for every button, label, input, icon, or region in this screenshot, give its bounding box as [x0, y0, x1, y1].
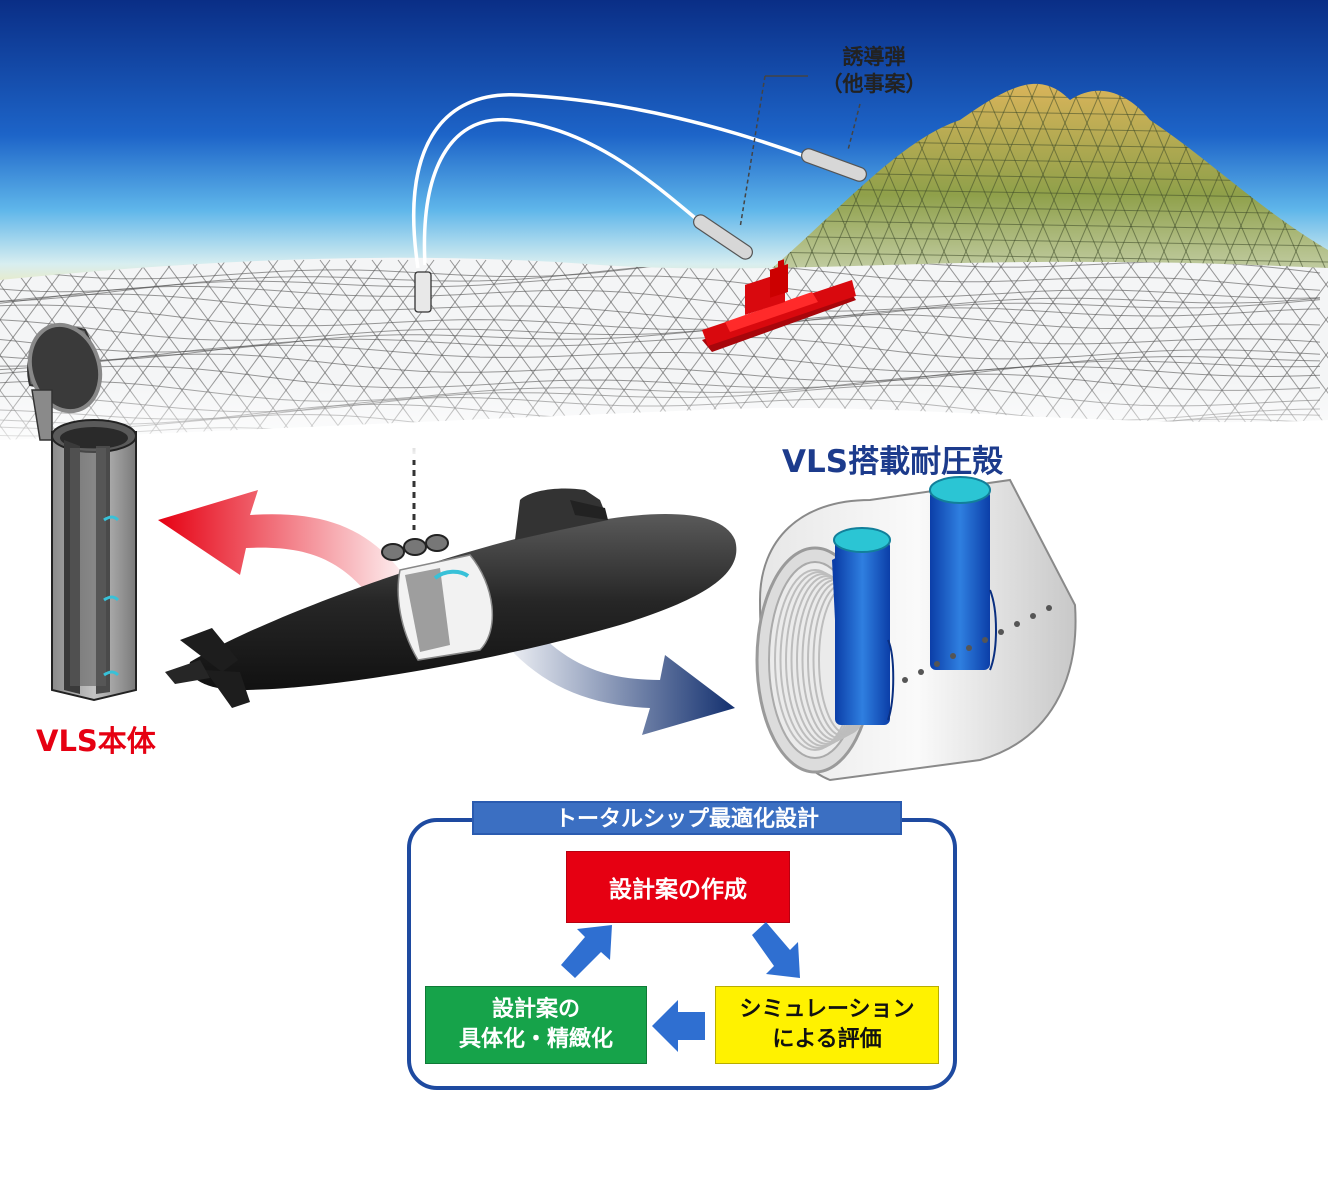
design-loop-title: トータルシップ最適化設計 — [472, 801, 902, 835]
arrow-to-vls-hull — [490, 612, 735, 735]
missile-label: 誘導弾 （他事案） — [810, 44, 938, 98]
simulation-box: シミュレーション による評価 — [715, 986, 939, 1064]
detail-box: 設計案の 具体化・精緻化 — [425, 986, 647, 1064]
arrow-to-vls-body — [158, 490, 420, 610]
missile-launch — [414, 271, 432, 313]
missile-lower — [693, 214, 753, 260]
trajectory-lower — [422, 118, 702, 266]
simulation-text-line1: シミュレーション — [739, 997, 915, 1022]
vls-body-label: VLS本体 — [36, 724, 156, 758]
design-create-text: 設計案の作成 — [609, 877, 747, 903]
missile-label-line2: （他事案） — [821, 72, 927, 96]
submarine — [165, 488, 737, 708]
missile-upper — [801, 148, 867, 182]
trajectory-upper — [412, 93, 811, 269]
vls-hull-label: VLS搭載耐圧殻 — [782, 444, 1004, 480]
detail-text-line1: 設計案の — [491, 997, 580, 1022]
design-create-box: 設計案の作成 — [566, 851, 790, 923]
detail-text-line2: 具体化・精緻化 — [458, 1027, 613, 1052]
vls-body-illustration — [27, 322, 137, 702]
simulation-text-line2: による評価 — [772, 1027, 882, 1052]
vls-hull-illustration — [755, 476, 1077, 782]
missile-label-line1: 誘導弾 — [842, 45, 906, 69]
target-ship — [702, 259, 856, 352]
